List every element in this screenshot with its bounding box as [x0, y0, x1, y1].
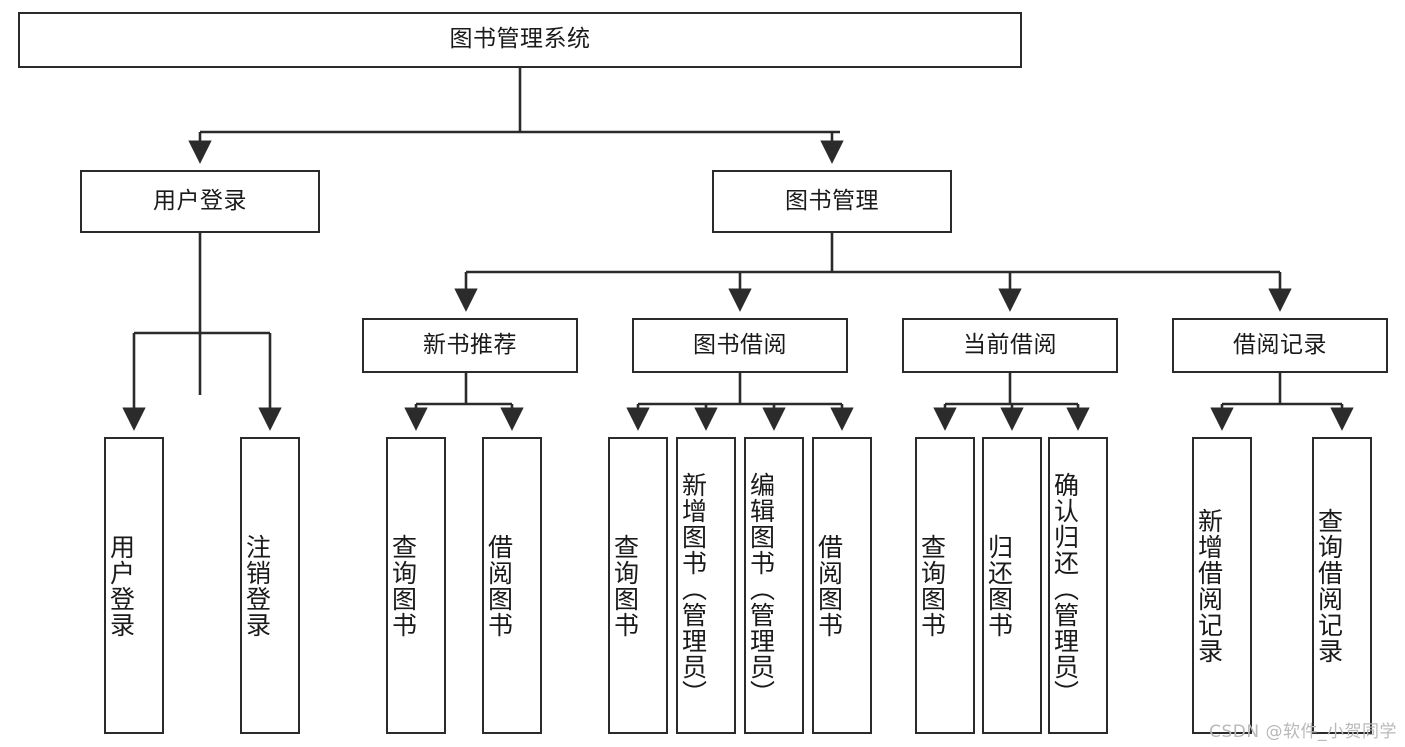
node-borrow-record-label: 借阅记录: [1233, 331, 1327, 358]
leaf-book-borrow-2-label: 新增图书（管理员）: [678, 471, 708, 706]
leaf-book-borrow-4[interactable]: 借阅图书: [812, 437, 872, 734]
leaf-book-borrow-3-label: 编辑图书（管理员）: [746, 471, 776, 706]
leaf-current-borrow-2-label: 归还图书: [984, 533, 1014, 638]
leaf-current-borrow-3[interactable]: 确认归还（管理员）: [1048, 437, 1108, 734]
node-book-borrow[interactable]: 图书借阅: [632, 318, 848, 373]
leaf-current-borrow-1-label: 查询图书: [917, 533, 947, 638]
node-book-manage-label: 图书管理: [785, 187, 879, 214]
leaf-book-borrow-2[interactable]: 新增图书（管理员）: [676, 437, 736, 734]
node-user-login[interactable]: 用户登录: [80, 170, 320, 233]
node-root[interactable]: 图书管理系统: [18, 12, 1022, 68]
leaf-new-book-1[interactable]: 查询图书: [386, 437, 446, 734]
node-new-book-recommend[interactable]: 新书推荐: [362, 318, 578, 373]
leaf-book-borrow-1[interactable]: 查询图书: [608, 437, 668, 734]
leaf-borrow-record-2-label: 查询借阅记录: [1314, 507, 1344, 664]
leaf-book-borrow-4-label: 借阅图书: [814, 533, 844, 638]
leaf-borrow-record-1-label: 新增借阅记录: [1194, 507, 1224, 664]
leaf-borrow-record-2[interactable]: 查询借阅记录: [1312, 437, 1372, 734]
leaf-book-borrow-1-label: 查询图书: [610, 533, 640, 638]
node-new-book-recommend-label: 新书推荐: [423, 331, 517, 358]
leaf-borrow-record-1[interactable]: 新增借阅记录: [1192, 437, 1252, 734]
leaf-user-login-1-label: 用户登录: [106, 533, 136, 638]
leaf-user-login-2-label: 注销登录: [242, 533, 272, 638]
leaf-book-borrow-3[interactable]: 编辑图书（管理员）: [744, 437, 804, 734]
leaf-user-login-1[interactable]: 用户登录: [104, 437, 164, 734]
leaf-current-borrow-2[interactable]: 归还图书: [982, 437, 1042, 734]
node-book-borrow-label: 图书借阅: [693, 331, 787, 358]
node-borrow-record[interactable]: 借阅记录: [1172, 318, 1388, 373]
leaf-current-borrow-1[interactable]: 查询图书: [915, 437, 975, 734]
watermark: CSDN @软件_小贺同学: [1209, 722, 1397, 742]
leaf-new-book-2[interactable]: 借阅图书: [482, 437, 542, 734]
leaf-new-book-2-label: 借阅图书: [484, 533, 514, 638]
node-root-label: 图书管理系统: [449, 26, 591, 53]
leaf-current-borrow-3-label: 确认归还（管理员）: [1050, 471, 1080, 706]
node-user-login-label: 用户登录: [153, 187, 247, 214]
leaf-user-login-2[interactable]: 注销登录: [240, 437, 300, 734]
node-current-borrow[interactable]: 当前借阅: [902, 318, 1118, 373]
node-current-borrow-label: 当前借阅: [963, 331, 1057, 358]
leaf-new-book-1-label: 查询图书: [388, 533, 418, 638]
node-book-manage[interactable]: 图书管理: [712, 170, 952, 233]
